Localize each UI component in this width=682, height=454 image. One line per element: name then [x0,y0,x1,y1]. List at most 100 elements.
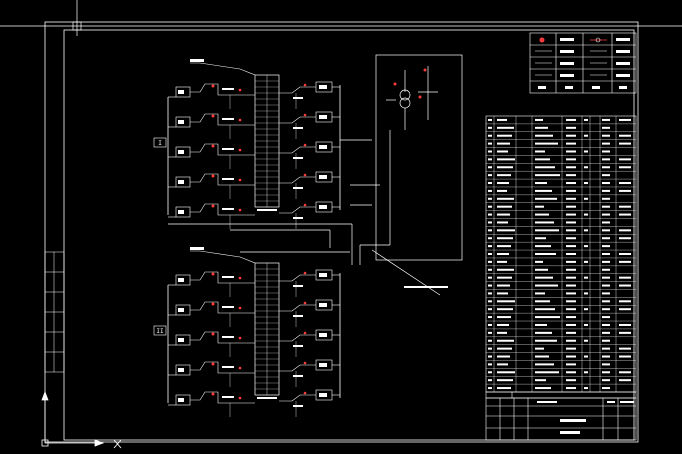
table-cell-text [619,118,631,121]
left-margin-strip [44,251,65,373]
table-cell-text [535,339,557,342]
table-cell-text [535,174,560,177]
table-cell-text [488,331,492,334]
table-cell-text [566,189,576,192]
table-cell-text [602,174,610,177]
transformer-box [359,54,463,296]
wire-label [222,208,234,210]
table-cell-text [619,134,631,137]
table-cell-text [488,253,492,255]
table-cell-text [584,260,588,263]
x-marker-icon [113,439,122,449]
breaker-status-red [211,114,215,118]
legend-captions [538,38,630,89]
table-cell-text [488,205,492,208]
table-cell-text [584,182,588,185]
table-cell-text [602,126,610,129]
table-cell-text [535,355,549,358]
breaker-label [319,363,327,367]
table-cell-text [488,260,492,263]
table-cell-text [488,308,492,311]
table-cell-text [584,134,588,137]
table-cell-text [497,126,514,129]
table-cell-text [566,237,576,240]
table-cell-text [584,339,588,342]
table-cell-text [602,197,610,200]
wire-label [222,118,234,120]
table-cell-text [619,284,631,287]
table-cell-text [488,189,492,192]
breaker-label [178,368,184,372]
table-cell-text [535,308,555,311]
table-cell-text [602,118,610,121]
table-cell-text [566,166,576,169]
breaker-label [178,150,184,154]
breaker-label [178,338,184,342]
table-cell-text [619,189,631,192]
breaker-status-red [211,302,215,306]
wire-label [293,285,303,287]
table-cell-text [497,189,507,192]
table-cell-text [488,284,492,287]
feeder-wire-right [279,206,316,214]
table-cell-text [535,197,557,200]
switchgear-panel-upper [167,59,341,229]
bus-tie [168,139,380,265]
table-cell-text [488,292,492,295]
feeder-wire-right [279,334,316,342]
table-cell-text [535,300,550,303]
table-cell-text [619,166,631,169]
table-cell-text [619,205,631,208]
legend-symbols [535,37,607,76]
breaker-status-red [238,208,242,212]
table-cell-text [535,363,554,366]
table-cell-text [619,300,631,303]
table-cell-text [566,205,576,208]
table-cell-text [488,323,492,326]
breaker-status-red [211,362,215,366]
table-cell-text [584,245,588,248]
wire-label [222,276,234,278]
table-cell-text [497,331,507,334]
table-cell-text [497,387,511,390]
breaker-status-red [211,204,215,208]
table-cell-text [497,245,511,248]
table-cell-text [619,237,631,240]
breaker-status-red [303,173,307,177]
title-block-text [537,401,634,434]
panel-label-upper: I [153,137,167,148]
table-cell-text [488,134,492,137]
table-cell-text [602,355,610,358]
feeder-wire-left [190,271,255,284]
table-cell-text [535,221,554,224]
table-cell-text [535,379,546,382]
table-cell-text [488,355,492,358]
feeder-wire-right [279,86,316,94]
table-cell-text [619,182,631,185]
table-cell-text [602,363,610,366]
wire-label [293,187,303,189]
table-cell-text [619,260,631,263]
table-cell-text [535,158,550,161]
table-cell-text [566,371,576,374]
table-cell-text [497,174,511,177]
table-cell-text [566,118,576,121]
table-cell-text [566,292,576,295]
feeder-wire-left [190,361,255,374]
table-cell-text [535,387,551,390]
breaker-label [319,303,327,307]
table-cell-text [497,237,513,240]
feeder-wire-right [279,394,316,402]
panel-label-lower: II [153,325,167,336]
table-cell-text [602,292,610,295]
table-cell-text [619,379,631,382]
wire-label [293,405,303,407]
table-cell-text [619,276,631,279]
breaker-status-red [211,332,215,336]
table-cell-text [497,347,512,350]
table-cell-text [566,150,576,153]
table-cell-text [584,150,588,153]
table-cell-text [535,142,558,145]
table-cell-text [535,292,545,295]
